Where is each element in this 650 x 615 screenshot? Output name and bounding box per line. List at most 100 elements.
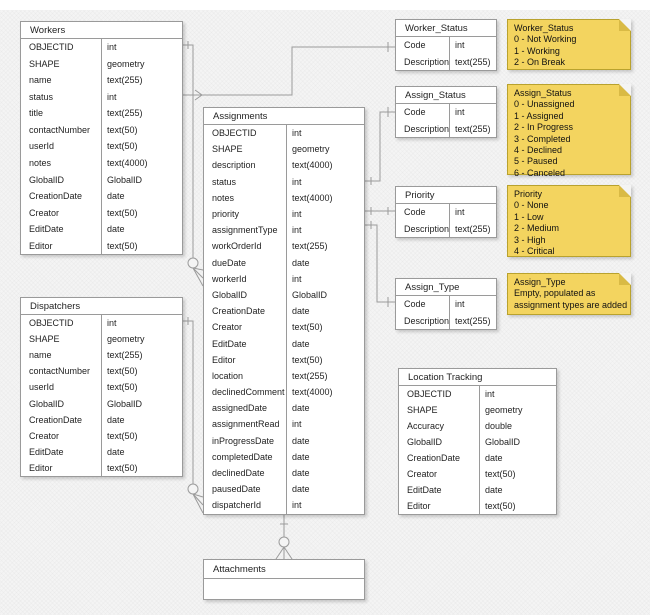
field-name: inProgressDate — [212, 435, 275, 446]
field-name: Description — [404, 315, 449, 326]
field-type: text(255) — [455, 123, 491, 134]
note-line: 0 - Unassigned — [514, 99, 575, 110]
field-type: int — [455, 107, 465, 118]
field-type: date — [292, 306, 310, 317]
note-line: 0 - None — [514, 200, 549, 211]
field-type: int — [292, 273, 302, 284]
field-type: date — [292, 435, 310, 446]
field-type: date — [107, 446, 125, 457]
field-name: notes — [212, 192, 235, 203]
note-line: 4 - Declined — [514, 145, 563, 156]
field-name: Code — [404, 107, 426, 118]
note-line: 1 - Working — [514, 45, 560, 56]
field-row: EditDate date — [21, 444, 182, 460]
note-line: 5 - Paused — [514, 156, 558, 167]
field-name: GlobalID — [407, 437, 443, 447]
field-name: name — [29, 75, 52, 86]
field-name: assignmentRead — [212, 419, 280, 430]
field-type: date — [292, 451, 310, 462]
note-line: 4 - Critical — [514, 246, 555, 257]
field-name: Creator — [29, 207, 60, 218]
note-line: 1 - Low — [514, 211, 544, 222]
column-divider — [449, 104, 450, 137]
column-divider — [286, 125, 287, 514]
field-type: date — [485, 485, 503, 495]
field-name: notes — [29, 157, 52, 168]
field-type: text(255) — [107, 75, 143, 86]
field-name: EditDate — [212, 338, 247, 349]
field-type: int — [292, 128, 302, 139]
field-type: date — [292, 484, 310, 495]
field-name: Creator — [212, 322, 243, 333]
field-name: GlobalID — [212, 289, 248, 300]
entity-title-attachments: Attachments — [204, 560, 364, 579]
field-name: workerId — [212, 273, 247, 284]
field-row: inProgressDate date — [204, 433, 364, 449]
note-line: Assign_Type — [514, 277, 566, 287]
field-type: geometry — [107, 334, 145, 345]
field-type: date — [485, 453, 503, 463]
field-row: name text(255) — [21, 72, 182, 89]
field-type: text(50) — [485, 501, 516, 511]
field-type: int — [107, 91, 117, 102]
entity-title-assign-type: Assign_Type — [396, 279, 496, 296]
field-name: SHAPE — [212, 144, 243, 155]
field-type: int — [292, 419, 302, 430]
entity-title-workers: Workers — [21, 22, 182, 39]
entity-title-assignments: Assignments — [204, 108, 364, 125]
field-name: EditDate — [29, 446, 64, 457]
field-name: Editor — [29, 240, 53, 251]
field-type: GlobalID — [107, 398, 143, 409]
field-name: CreationDate — [29, 191, 83, 202]
field-name: Code — [404, 299, 426, 310]
field-type: text(50) — [107, 366, 138, 377]
field-name: OBJECTID — [407, 389, 452, 399]
field-row: assignmentRead int — [204, 416, 364, 432]
note-line: Assign_Status — [514, 88, 572, 98]
field-name: location — [212, 370, 244, 381]
field-name: dispatcherId — [212, 500, 262, 511]
field-type: GlobalID — [107, 174, 143, 185]
field-type: date — [107, 191, 125, 202]
field-type: date — [292, 403, 310, 414]
note-line: Worker_Status — [514, 23, 574, 33]
field-name: userId — [29, 382, 55, 393]
field-name: Editor — [407, 501, 431, 511]
field-name: status — [29, 91, 54, 102]
field-type: text(50) — [107, 240, 138, 251]
